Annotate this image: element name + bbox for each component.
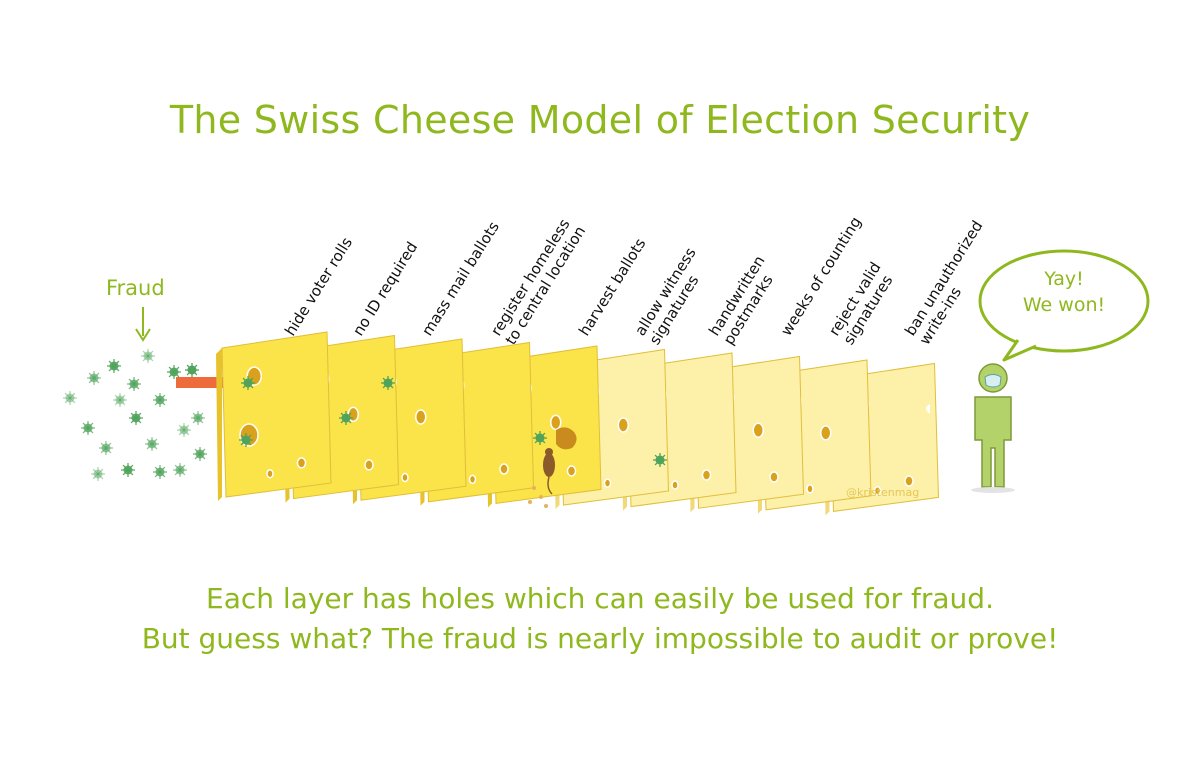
speech-bubble-icon [978,249,1150,362]
germ-icon [381,376,395,390]
germ-icon [127,377,141,391]
cheese-layer-1 [216,331,332,501]
watermark: @kristenmag [846,486,920,499]
germ-icon [129,411,143,425]
germ-icon [339,411,353,425]
germ-icon [121,463,135,477]
germ-icon [193,447,207,461]
caption-line-1: Each layer has holes which can easily be… [206,582,994,615]
germ-icon [177,423,191,437]
germ-icon [167,365,181,379]
mouse-icon [528,427,577,508]
person-icon [971,363,1015,493]
germ-icon [185,363,199,377]
germ-icon [63,391,77,405]
diagram-title: The Swiss Cheese Model of Election Secur… [169,98,1031,142]
germ-icon [653,453,667,467]
fraud-label: Fraud [106,276,165,300]
germ-icon [81,421,95,435]
germ-icon [107,359,121,373]
germ-icon [533,431,547,445]
germ-cloud [63,349,667,481]
speech-bubble-text: Yay! We won! [1004,266,1124,318]
germ-icon [191,411,205,425]
germ-icon [145,437,159,451]
speech-line-1: Yay! [1044,268,1084,290]
germ-icon [173,463,187,477]
caption-line-2: But guess what? The fraud is nearly impo… [141,622,1059,655]
germ-icon [87,371,101,385]
germ-icon [239,433,253,447]
germ-icon [91,467,105,481]
down-arrow-icon [135,307,151,342]
mask-icon [984,374,1002,388]
cheese-layers [216,331,940,516]
germ-icon [99,441,113,455]
germ-icon [153,465,167,479]
speech-line-2: We won! [1022,294,1106,316]
germ-icon [153,393,167,407]
germ-icon [141,349,155,363]
germ-icon [241,376,255,390]
germ-icon [113,393,127,407]
